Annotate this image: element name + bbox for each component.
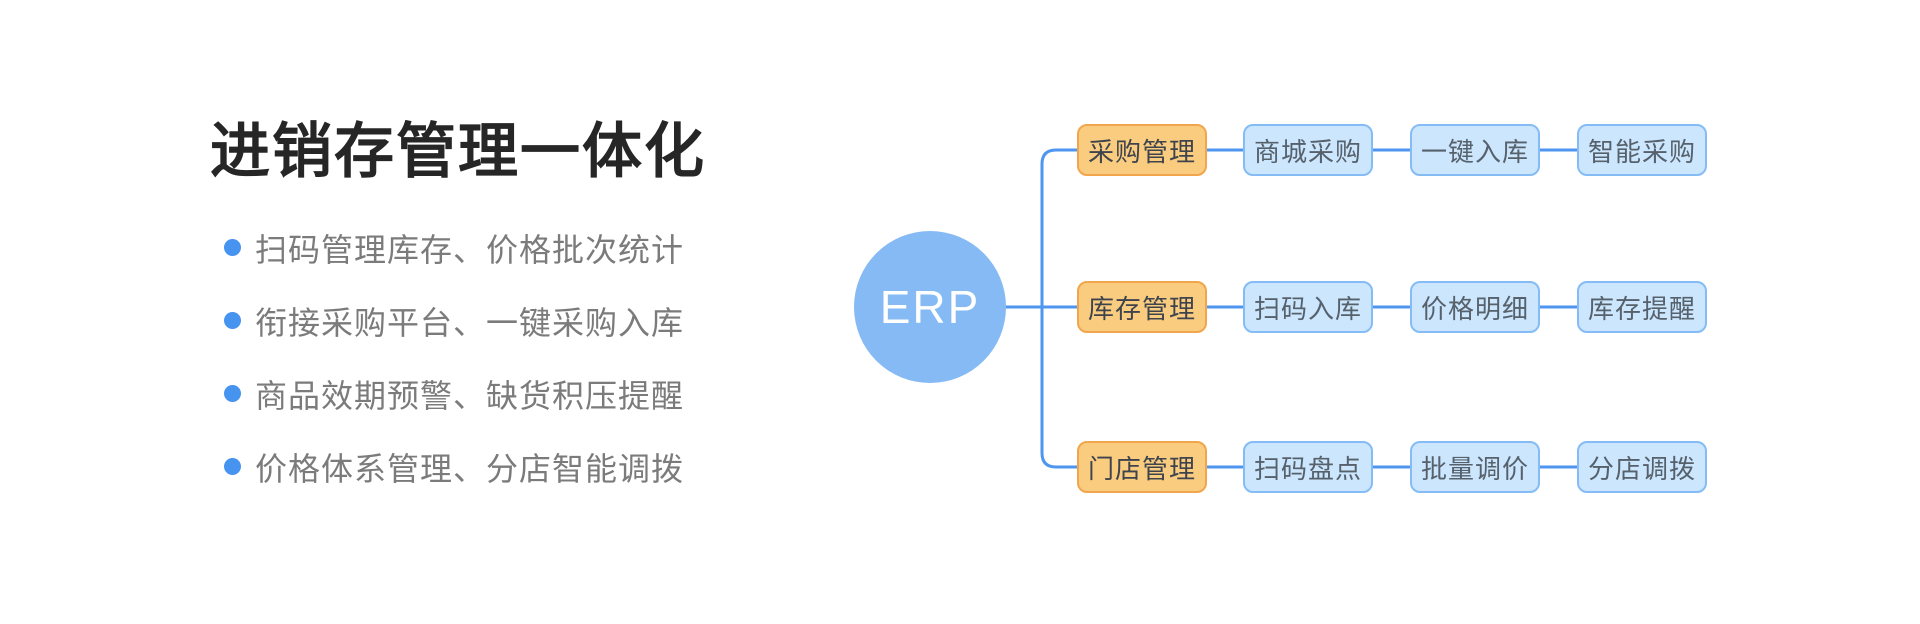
bullet-dot-icon bbox=[224, 385, 241, 402]
item-node: 扫码盘点 bbox=[1243, 441, 1373, 493]
erp-root-node: ERP bbox=[854, 231, 1006, 383]
bullet-dot-icon bbox=[224, 458, 241, 475]
feature-text: 商品效期预警、缺货积压提醒 bbox=[255, 377, 685, 414]
bullet-dot-icon bbox=[224, 239, 241, 256]
item-node: 批量调价 bbox=[1410, 441, 1540, 493]
page-title: 进销存管理一体化 bbox=[210, 118, 706, 185]
item-node: 分店调拨 bbox=[1577, 441, 1707, 493]
category-node-store: 门店管理 bbox=[1077, 441, 1207, 493]
feature-text: 价格体系管理、分店智能调拨 bbox=[255, 450, 685, 487]
bullet-dot-icon bbox=[224, 312, 241, 329]
feature-text: 扫码管理库存、价格批次统计 bbox=[255, 231, 685, 268]
item-node: 扫码入库 bbox=[1243, 281, 1373, 333]
erp-label: ERP bbox=[879, 281, 981, 333]
category-node-purchase: 采购管理 bbox=[1077, 124, 1207, 176]
list-item: 衔接采购平台、一键采购入库 bbox=[224, 300, 684, 341]
list-item: 商品效期预警、缺货积压提醒 bbox=[224, 373, 684, 414]
category-node-inventory: 库存管理 bbox=[1077, 281, 1207, 333]
list-item: 价格体系管理、分店智能调拨 bbox=[224, 446, 684, 487]
feature-text: 衔接采购平台、一键采购入库 bbox=[255, 304, 685, 341]
feature-list: 扫码管理库存、价格批次统计 衔接采购平台、一键采购入库 商品效期预警、缺货积压提… bbox=[224, 227, 684, 519]
list-item: 扫码管理库存、价格批次统计 bbox=[224, 227, 684, 268]
item-node: 一键入库 bbox=[1410, 124, 1540, 176]
item-node: 商城采购 bbox=[1243, 124, 1373, 176]
item-node: 库存提醒 bbox=[1577, 281, 1707, 333]
item-node: 智能采购 bbox=[1577, 124, 1707, 176]
item-node: 价格明细 bbox=[1410, 281, 1540, 333]
